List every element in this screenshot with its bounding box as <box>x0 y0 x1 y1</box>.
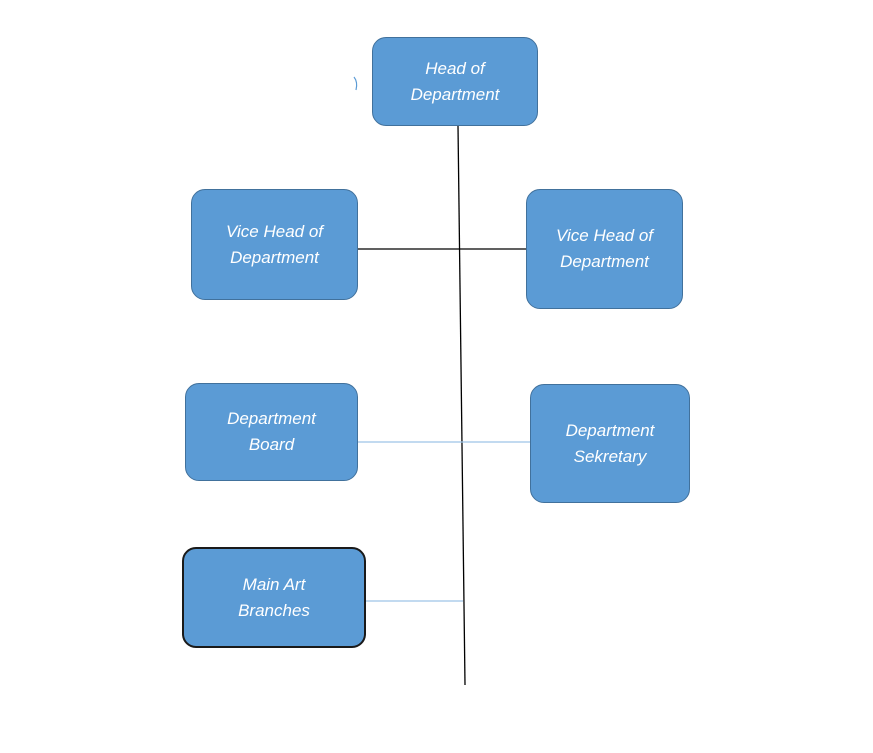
node-main-art-branches[interactable]: Main Art Branches <box>182 547 366 648</box>
node-vice-head-left[interactable]: Vice Head of Department <box>191 189 358 300</box>
node-label: Vice Head of Department <box>225 221 324 267</box>
node-department-board[interactable]: Department Board <box>185 383 358 481</box>
main-trunk-connector <box>457 125 466 686</box>
node-vice-head-right[interactable]: Vice Head of Department <box>526 189 683 309</box>
node-label: Main Art Branches <box>238 574 310 620</box>
node-label: Department Sekretary <box>565 420 655 466</box>
stray-mark <box>353 76 358 91</box>
node-label: Head of Department <box>410 58 500 104</box>
node-department-sekretary[interactable]: Department Sekretary <box>530 384 690 503</box>
node-label: Department Board <box>227 409 316 454</box>
node-head-of-department[interactable]: Head of Department <box>372 37 538 126</box>
node-label: Vice Head of Department <box>555 226 654 271</box>
